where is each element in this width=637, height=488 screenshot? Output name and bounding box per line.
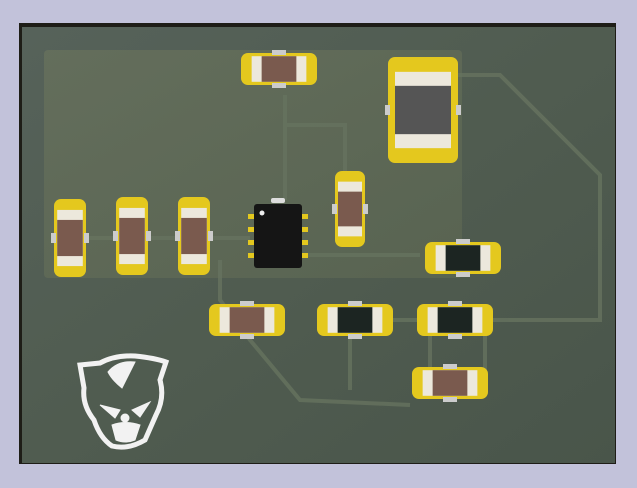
- ic-pin: [248, 240, 256, 245]
- ic-soic8-component[interactable]: [248, 198, 308, 268]
- component-body: [432, 370, 468, 396]
- resistor-component[interactable]: [51, 199, 89, 277]
- side-pad: [456, 272, 470, 277]
- resistor-component[interactable]: [175, 197, 213, 275]
- side-pad: [448, 334, 462, 339]
- ic-body: [254, 204, 302, 268]
- resistor-component[interactable]: [412, 364, 488, 402]
- side-pad: [272, 83, 286, 88]
- side-pad: [51, 233, 56, 243]
- capacitor-component[interactable]: [425, 239, 501, 277]
- pin1-marker: [259, 210, 265, 216]
- ic-pin: [300, 227, 308, 232]
- side-pad: [84, 233, 89, 243]
- components-layer: [51, 50, 501, 402]
- side-pad: [363, 204, 368, 214]
- side-pad: [448, 301, 462, 306]
- component-body: [181, 217, 207, 255]
- side-pad: [146, 231, 151, 241]
- side-pad: [348, 301, 362, 306]
- inductor-component[interactable]: [385, 57, 461, 163]
- side-pad: [385, 105, 390, 115]
- resistor-component[interactable]: [332, 171, 368, 247]
- ic-pin: [248, 227, 256, 232]
- side-pad: [456, 239, 470, 244]
- component-body: [437, 307, 473, 333]
- ic-pin: [271, 198, 285, 203]
- component-body: [338, 191, 362, 227]
- capacitor-component[interactable]: [317, 301, 393, 339]
- ic-pin: [300, 240, 308, 245]
- component-body: [57, 219, 83, 257]
- side-pad: [113, 231, 118, 241]
- component-body: [261, 56, 297, 82]
- side-pad: [240, 334, 254, 339]
- side-pad: [332, 204, 337, 214]
- ic-pin: [300, 253, 308, 258]
- component-body: [337, 307, 373, 333]
- component-body: [395, 85, 451, 135]
- side-pad: [348, 334, 362, 339]
- side-pad: [443, 364, 457, 369]
- ic-pin: [248, 253, 256, 258]
- component-body: [119, 217, 145, 255]
- side-pad: [456, 105, 461, 115]
- side-pad: [240, 301, 254, 306]
- resistor-component[interactable]: [241, 50, 317, 88]
- resistor-component[interactable]: [209, 301, 285, 339]
- panther-head-icon: [77, 353, 170, 450]
- ic-pin: [300, 214, 308, 219]
- resistor-component[interactable]: [113, 197, 151, 275]
- ic-pin: [248, 214, 256, 219]
- component-body: [229, 307, 265, 333]
- side-pad: [272, 50, 286, 55]
- capacitor-component[interactable]: [417, 301, 493, 339]
- component-body: [445, 245, 481, 271]
- side-pad: [208, 231, 213, 241]
- side-pad: [175, 231, 180, 241]
- side-pad: [443, 397, 457, 402]
